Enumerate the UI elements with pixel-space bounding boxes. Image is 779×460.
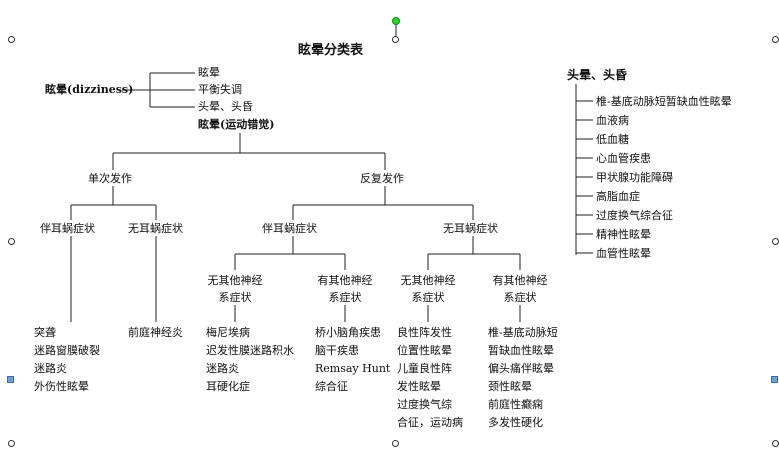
recurrent-without-other-items: 椎-基底动脉短 暂缺血性眩晕 偏头痛伴眩晕 颈性眩晕 前庭性癫痫 多发性硬化 (488, 326, 558, 429)
single-without-cochlear: 无耳蜗症状 (128, 222, 183, 235)
single-episode-label: 单次发作 (88, 172, 132, 185)
recurrent-with-other-items: 桥小脑角疾患 脑干疾患 Remsay Hunt 综合征 (315, 326, 391, 393)
resize-handle-bottom[interactable] (392, 440, 399, 447)
dizzy-list-item: 血液病 (596, 114, 629, 127)
resize-handle-bottom-right[interactable] (772, 440, 779, 447)
resize-handle-right[interactable] (772, 238, 779, 245)
branch-vertigo: 眩晕 (198, 66, 220, 79)
dizzy-list-item: 过度换气综合征 (596, 209, 673, 222)
crop-handle-left[interactable] (7, 376, 14, 383)
recurrent-without-no-other-neuro: 无其他神经 系症状 (400, 274, 456, 304)
dizzy-list-item: 高脂血症 (596, 190, 640, 203)
main-vertigo-label: 眩晕(运动错觉) (198, 118, 275, 131)
dizzy-list-item: 低血糖 (596, 133, 629, 146)
recurrent-with-no-other-neuro: 无其他神经 系症状 (207, 274, 263, 304)
recurrent-episode-label: 反复发作 (360, 172, 404, 185)
recurrent-without-other-neuro: 有其他神经 系症状 (492, 274, 548, 304)
dizzy-list: 椎-基底动脉短暂缺血性眩晕 血液病 低血糖 心血管疾患 甲状腺功能障碍 高脂血症… (596, 92, 732, 263)
branch-lightheaded: 头晕、头昏 (198, 100, 253, 113)
crop-handle-right[interactable] (771, 376, 778, 383)
single-with-items: 突聋 迷路窗膜破裂 迷路炎 外伤性眩晕 (34, 326, 100, 393)
rotate-handle[interactable] (392, 17, 400, 25)
dizzy-list-item: 椎-基底动脉短暂缺血性眩晕 (596, 95, 732, 108)
recurrent-without-cochlear: 无耳蜗症状 (443, 222, 498, 235)
recurrent-without-no-other-items: 良性阵发性 位置性眩晕 儿童良性阵 发性眩晕 过度换气综 合征，运动病 (397, 326, 463, 429)
resize-handle-top-left[interactable] (8, 36, 15, 43)
dizzy-list-item: 精神性眩晕 (596, 228, 651, 241)
recurrent-with-no-other-items: 梅尼埃病 迟发性膜迷路积水 迷路炎 耳硬化症 (206, 326, 294, 393)
dizzy-list-item: 血管性眩晕 (596, 247, 651, 260)
diagram-title: 眩晕分类表 (298, 43, 364, 58)
resize-handle-top-right[interactable] (772, 36, 779, 43)
branch-imbalance: 平衡失调 (198, 83, 242, 96)
root-label: 眩晕(dizziness) (45, 83, 134, 96)
dizzy-list-item: 心血管疾患 (596, 152, 651, 165)
resize-handle-left[interactable] (8, 238, 15, 245)
dizzy-list-title: 头晕、头昏 (567, 68, 628, 82)
dizzy-list-item: 甲状腺功能障碍 (596, 171, 673, 184)
resize-handle-bottom-left[interactable] (8, 440, 15, 447)
resize-handle-top[interactable] (392, 36, 399, 43)
recurrent-with-cochlear: 伴耳蜗症状 (262, 222, 317, 235)
single-without-items: 前庭神经炎 (128, 326, 183, 339)
recurrent-with-other-neuro: 有其他神经 系症状 (317, 274, 373, 304)
single-with-cochlear: 伴耳蜗症状 (40, 222, 95, 235)
